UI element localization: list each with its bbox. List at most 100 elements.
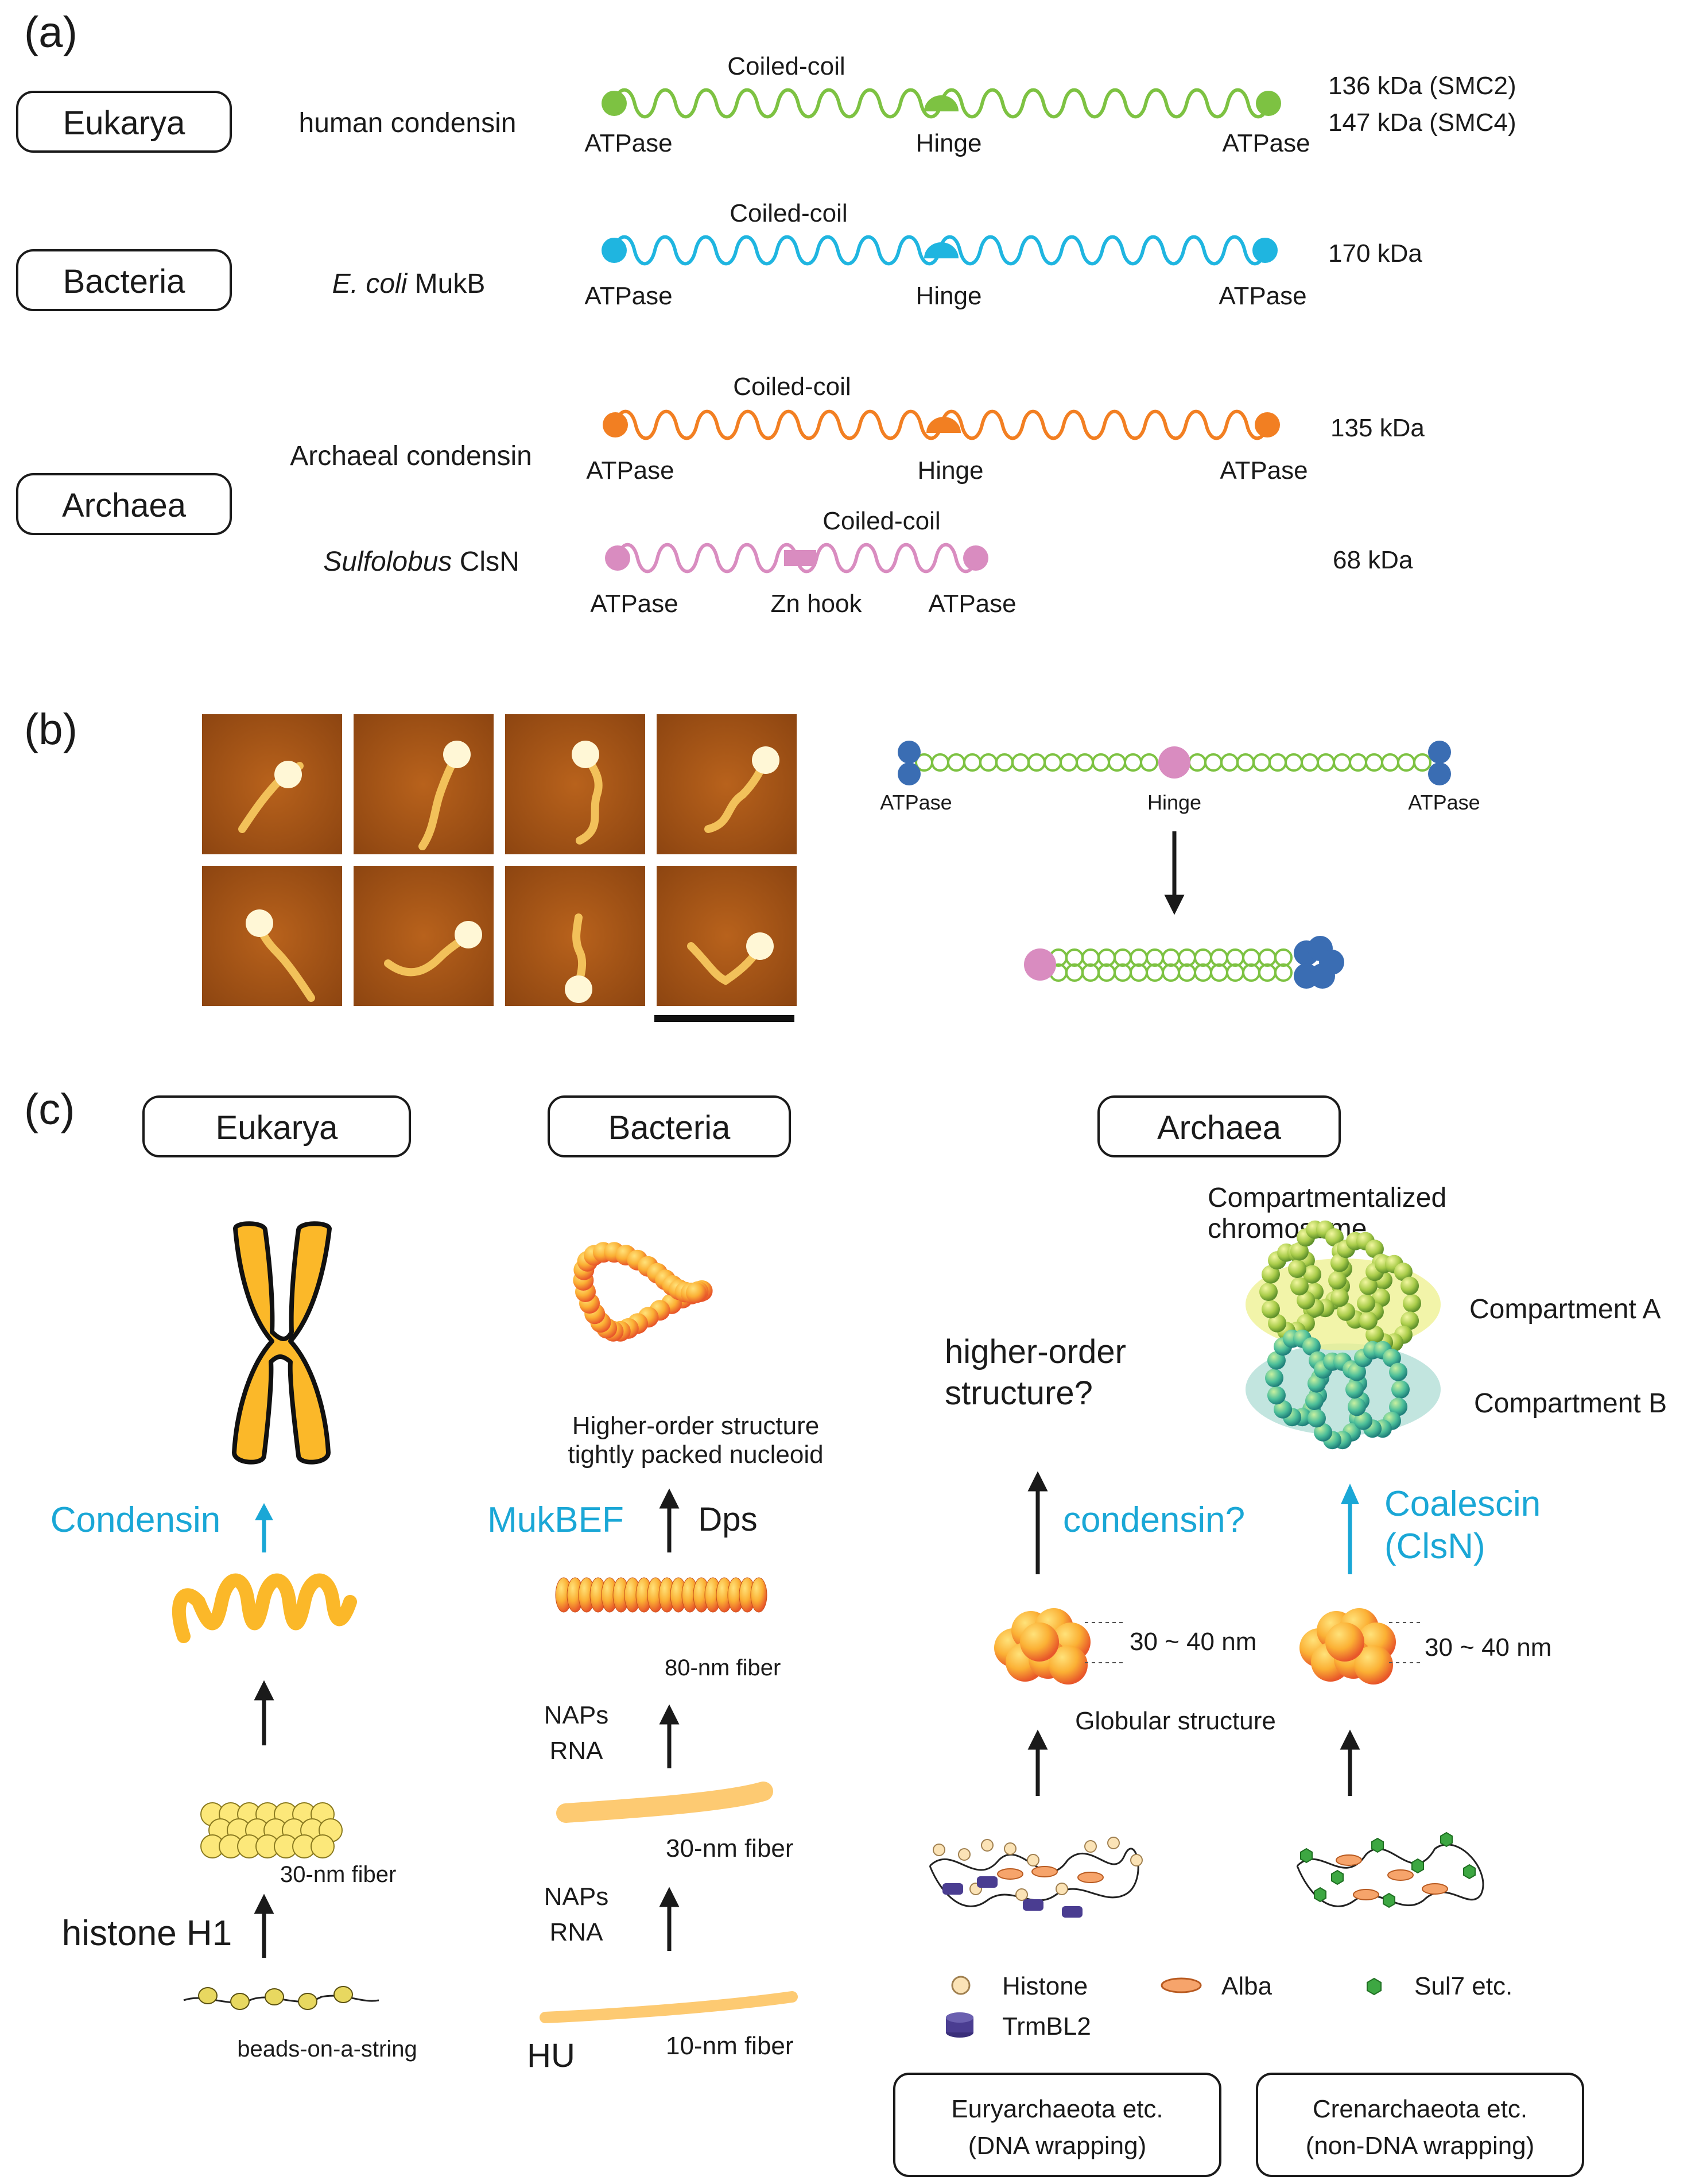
- histone: [1027, 1854, 1039, 1867]
- coil-ring: [1162, 948, 1180, 967]
- atpase-left-2: ATPase: [584, 282, 672, 310]
- chromosome-bead: [1400, 1276, 1419, 1295]
- coil-ring: [1210, 948, 1228, 967]
- hinge-head: [1158, 746, 1190, 779]
- nucleosome-bead: [198, 1987, 218, 2004]
- coil-ring: [1252, 753, 1271, 772]
- coil-ring: [1301, 753, 1319, 772]
- sul7: [1411, 1858, 1424, 1874]
- coil-ring: [1108, 753, 1126, 772]
- atpase-head: [1428, 762, 1451, 785]
- mass-smc2: 136 kDa (SMC2): [1328, 72, 1516, 100]
- condensin-label: Condensin: [51, 1500, 220, 1540]
- dna-strand: [1296, 1844, 1484, 1907]
- histone: [1084, 1840, 1097, 1853]
- svg-text:Bacteria: Bacteria: [608, 1109, 731, 1147]
- afm-molecule-head: [246, 909, 273, 937]
- histone: [958, 1848, 971, 1861]
- coil-label-1: Coiled-coil: [727, 52, 845, 80]
- atpase-left-4: ATPase: [590, 590, 678, 618]
- coil-ring: [963, 753, 981, 772]
- globule-sphere: [1020, 1622, 1059, 1662]
- trmbl2: [1023, 1899, 1043, 1911]
- mukbef-label: MukBEF: [487, 1500, 624, 1540]
- chromosome-bead: [1391, 1380, 1410, 1399]
- afm-image-7: [505, 866, 645, 1006]
- compartmentalized-label-1: Compartmentalized: [1208, 1183, 1446, 1213]
- organism-sulfolobus-clsn: Sulfolobus ClsN: [323, 547, 519, 577]
- hinge-label-1: Hinge: [916, 129, 982, 157]
- histone: [1130, 1854, 1143, 1867]
- nucleosome-bead: [333, 1986, 353, 2003]
- svg-text:(non-DNA wrapping): (non-DNA wrapping): [1306, 2132, 1535, 2160]
- coil-ring: [979, 753, 998, 772]
- coil-ring: [1317, 753, 1335, 772]
- nucleoid-icon: [573, 1242, 713, 1342]
- atpase-right-3: ATPase: [1220, 456, 1308, 485]
- afm-image-6: [354, 866, 494, 1006]
- nucleosome-bead: [298, 1993, 317, 2010]
- size-marker-left: [1085, 1622, 1125, 1663]
- coil-ring: [1274, 948, 1293, 967]
- svg-text:Archaea: Archaea: [1157, 1109, 1282, 1147]
- afm-image-4: [657, 714, 797, 854]
- chromosome-bead: [1290, 1277, 1309, 1296]
- afm-background: [657, 866, 797, 1006]
- chromosome-bead: [1359, 1311, 1378, 1330]
- chromosome-bead: [1347, 1397, 1366, 1416]
- atpase-left-1: ATPase: [584, 129, 672, 157]
- coil-ring: [1226, 948, 1244, 967]
- coil-ring: [1268, 753, 1287, 772]
- coil-ring: [1258, 963, 1277, 982]
- afm-image-8: [657, 866, 797, 1006]
- coil-ring: [1097, 963, 1116, 982]
- afm-background: [505, 714, 645, 854]
- legend: Histone Alba Sul7 etc. TrmBL2: [946, 1972, 1512, 2040]
- chromosome-bead: [1325, 1228, 1344, 1247]
- fiber30-label-bacteria: 30-nm fiber: [666, 1834, 794, 1862]
- nucleoid-bead: [685, 1282, 707, 1303]
- alba: [997, 1868, 1023, 1880]
- coil-ring: [1349, 753, 1367, 772]
- fiber30-label-eukarya: 30-nm fiber: [280, 1862, 396, 1887]
- chromosome-bead: [1288, 1260, 1306, 1278]
- afm-background: [354, 714, 494, 854]
- chromosome-bead: [1357, 1294, 1375, 1312]
- coil-ring: [1220, 753, 1239, 772]
- hinge-label-b: Hinge: [1147, 791, 1201, 814]
- atpase-head: [898, 762, 921, 785]
- fiber-30nm-bacteria: [556, 1782, 773, 1823]
- atpase-left-3: ATPase: [586, 456, 674, 485]
- globule-sphere: [1049, 1645, 1088, 1685]
- coil-ring: [1194, 963, 1212, 982]
- fiber80-label: 80-nm fiber: [665, 1655, 781, 1680]
- clsn-label: (ClsN): [1384, 1527, 1485, 1566]
- coil-ring: [1081, 963, 1100, 982]
- afm-molecule-head: [572, 741, 599, 768]
- crenarchaeota-chromatin-icon: [1296, 1831, 1484, 1908]
- hu-label: HU: [527, 2037, 575, 2074]
- atpase-head-right: [1256, 91, 1281, 116]
- afm-molecule-head: [565, 975, 592, 1003]
- coil-ring: [1285, 753, 1303, 772]
- mass-smc4: 147 kDa (SMC4): [1328, 109, 1516, 137]
- atpase-left-b: ATPase: [880, 791, 952, 814]
- globule-sphere: [1354, 1645, 1393, 1685]
- coil-ring: [1043, 753, 1062, 772]
- domain-box-bacteria: Bacteria: [16, 249, 232, 311]
- coil-ring: [1258, 948, 1277, 967]
- globular-structure-cren: [1299, 1608, 1396, 1685]
- coil-label-3: Coiled-coil: [733, 373, 851, 401]
- hinge-domain: [924, 242, 959, 258]
- chromosome-bead: [1303, 1265, 1322, 1284]
- coil-ring: [1065, 963, 1084, 982]
- alba: [1336, 1854, 1362, 1866]
- coil-label-4: Coiled-coil: [823, 507, 940, 535]
- coil-label-2: Coiled-coil: [730, 199, 847, 227]
- chromosome-bead: [1347, 1362, 1366, 1381]
- coil-ring: [1194, 948, 1212, 967]
- coil-ring: [1210, 963, 1228, 982]
- coil-ring: [1076, 753, 1094, 772]
- atpase-head-right: [1252, 238, 1278, 263]
- smc-protein-schematics: [602, 88, 1281, 574]
